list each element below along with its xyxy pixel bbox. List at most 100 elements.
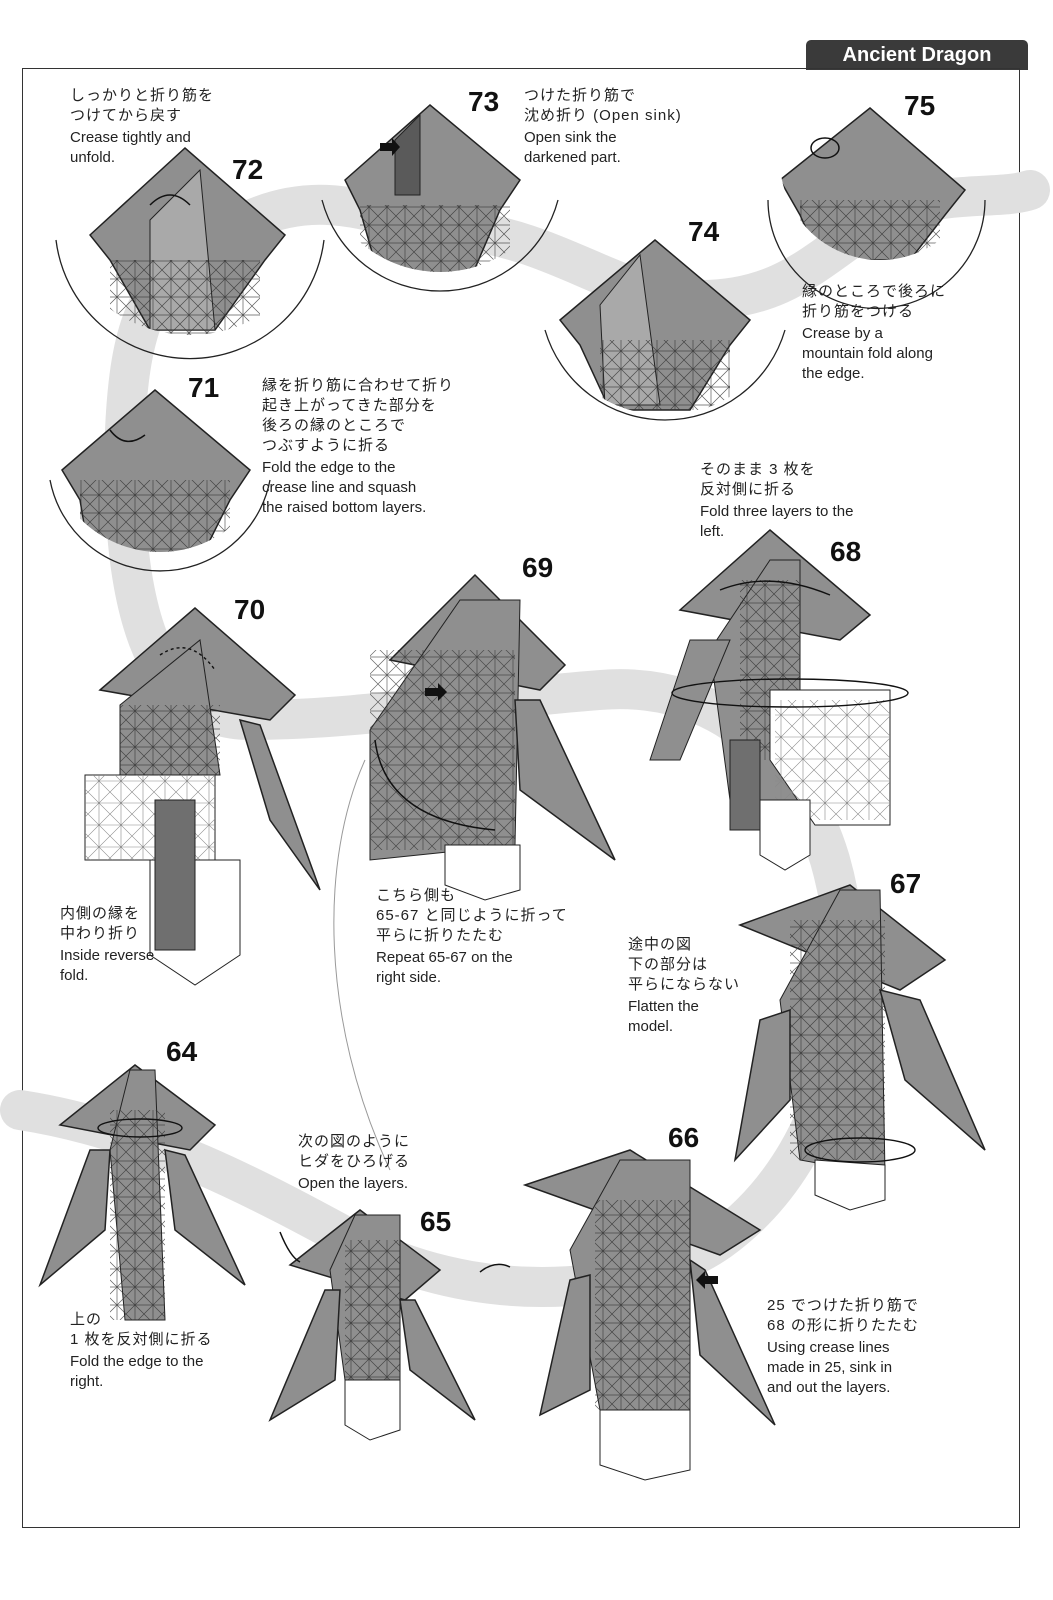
step67-jp-line: 途中の図 xyxy=(628,936,693,953)
step69-jp-line: 65-67 と同じように折って xyxy=(376,907,568,924)
step75-figure xyxy=(780,107,967,260)
step64-en-line: Fold the edge to the xyxy=(70,1353,204,1370)
step68-jp-line: 反対側に折る xyxy=(700,481,797,498)
step71-en-line: crease line and squash xyxy=(262,479,417,496)
step-number-72: 72 xyxy=(232,154,264,185)
step65-jp-line: ヒダをひろげる xyxy=(298,1153,411,1170)
valley-fold-arrow xyxy=(671,678,909,708)
step72-en-line: Crease tightly and xyxy=(70,129,191,146)
step75-instructions: 縁のところで後ろに 折り筋をつける Crease by a mountain f… xyxy=(802,282,1002,384)
step72-jp-line: つけてから戻す xyxy=(70,107,183,124)
step75-en-line: the edge. xyxy=(802,365,865,382)
step-number-66: 66 xyxy=(668,1122,700,1153)
step68-figure xyxy=(649,529,909,871)
step66-instructions: 25 でつけた折り筋で 68 の形に折りたたむ Using crease lin… xyxy=(767,1296,987,1398)
step73-figure xyxy=(344,104,521,272)
step-number-67: 67 xyxy=(890,868,922,899)
step67-jp-line: 下の部分は xyxy=(628,956,709,973)
step-number-71: 71 xyxy=(188,372,220,403)
step65-en-line: Open the layers. xyxy=(298,1175,409,1192)
step73-jp-line: 沈め折り (Open sink) xyxy=(524,107,682,124)
step65-instructions: 次の図のように ヒダをひろげる Open the layers. xyxy=(298,1132,498,1194)
push-arrow xyxy=(425,683,447,701)
step75-en-line: Crease by a xyxy=(802,325,883,342)
step69-jp-line: こちら側も xyxy=(376,887,457,904)
step69-en-line: Repeat 65-67 on the xyxy=(376,949,513,966)
step68-jp-line: そのまま 3 枚を xyxy=(700,461,816,478)
push-arrow xyxy=(696,1271,718,1289)
step-number-70: 70 xyxy=(234,594,266,625)
step67-instructions: 途中の図 下の部分は 平らにならない Flatten the model. xyxy=(628,935,778,1037)
step64-jp-line: 上の xyxy=(70,1311,103,1328)
chapter-title-tab: Ancient Dragon xyxy=(806,40,1028,70)
step67-en-line: model. xyxy=(628,1018,674,1035)
step66-figure xyxy=(522,1149,776,1481)
turn-over-arrow xyxy=(279,1231,301,1263)
step-number-64: 64 xyxy=(166,1036,198,1067)
step75-en-line: mountain fold along xyxy=(802,345,933,362)
step66-jp-line: 68 の形に折りたたむ xyxy=(767,1317,919,1334)
step64-jp-line: 1 枚を反対側に折る xyxy=(70,1331,213,1348)
step72-figure xyxy=(88,146,287,335)
step70-en-line: fold. xyxy=(60,967,89,984)
step64-instructions: 上の 1 枚を反対側に折る Fold the edge to the right… xyxy=(70,1310,270,1392)
step74-frame-arc xyxy=(544,329,786,421)
step71-jp-line: 縁を折り筋に合わせて折り xyxy=(262,377,455,394)
step71-figure xyxy=(61,389,251,552)
step73-jp-line: つけた折り筋で xyxy=(524,87,637,104)
step71-jp-line: 後ろの縁のところで xyxy=(262,417,407,434)
push-arrow xyxy=(380,138,400,156)
step73-frame-arc xyxy=(321,199,559,292)
step69-jp-line: 平らに折りたたむ xyxy=(376,927,505,944)
step73-en-line: Open sink the xyxy=(524,129,617,146)
valley-fold-arrow xyxy=(97,1118,183,1138)
step71-instructions: 縁を折り筋に合わせて折り 起き上がってきた部分を 後ろの縁のところで つぶすよう… xyxy=(262,376,522,518)
step72-jp-line: しっかりと折り筋を xyxy=(70,87,215,104)
page-frame xyxy=(22,68,1020,1528)
step67-figure xyxy=(733,884,986,1211)
step72-frame-arc xyxy=(55,239,325,360)
step-number-69: 69 xyxy=(522,552,554,583)
step66-en-line: and out the layers. xyxy=(767,1379,891,1396)
step71-jp-line: つぶすように折る xyxy=(262,437,391,454)
step65-figure xyxy=(268,1209,511,1441)
step71-en-line: Fold the edge to the xyxy=(262,459,396,476)
step69-figure xyxy=(369,573,616,901)
valley-fold-arrow xyxy=(804,1137,916,1163)
step70-jp-line: 中わり折り xyxy=(60,925,141,942)
step72-en-line: unfold. xyxy=(70,149,116,166)
step69-instructions: こちら側も 65-67 と同じように折って 平らに折りたたむ Repeat 65… xyxy=(376,886,616,988)
step73-instructions: つけた折り筋で 沈め折り (Open sink) Open sink the d… xyxy=(524,86,744,168)
step64-figure xyxy=(38,1064,246,1321)
thin-guide-line xyxy=(333,759,391,1171)
step75-jp-line: 縁のところで後ろに xyxy=(802,283,947,300)
step70-figure xyxy=(84,607,321,986)
step67-en-line: Flatten the xyxy=(628,998,699,1015)
step-number-75: 75 xyxy=(904,90,936,121)
step75-jp-line: 折り筋をつける xyxy=(802,303,915,320)
step69-en-line: right side. xyxy=(376,969,442,986)
step73-en-line: darkened part. xyxy=(524,149,621,166)
turn-over-arrow xyxy=(479,1263,511,1273)
step71-jp-line: 起き上がってきた部分を xyxy=(262,397,437,414)
step-number-73: 73 xyxy=(468,86,500,117)
step72-instructions: しっかりと折り筋を つけてから戻す Crease tightly and unf… xyxy=(70,86,270,168)
mountain-fold-arrow xyxy=(810,137,840,159)
step66-jp-line: 25 でつけた折り筋で xyxy=(767,1297,919,1314)
step68-en-line: Fold three layers to the xyxy=(700,503,854,520)
step-number-65: 65 xyxy=(420,1206,452,1237)
step74-figure xyxy=(558,239,752,411)
step71-en-line: the raised bottom layers. xyxy=(262,499,427,516)
step-number-68: 68 xyxy=(830,536,862,567)
step65-jp-line: 次の図のように xyxy=(298,1133,411,1150)
step66-en-line: Using crease lines xyxy=(767,1339,890,1356)
step71-frame-arc xyxy=(49,479,271,572)
step70-instructions: 内側の縁を 中わり折り Inside reverse fold. xyxy=(60,904,220,986)
step70-en-line: Inside reverse xyxy=(60,947,155,964)
step68-instructions: そのまま 3 枚を 反対側に折る Fold three layers to th… xyxy=(700,460,940,542)
step67-jp-line: 平らにならない xyxy=(628,976,741,993)
step66-en-line: made in 25, sink in xyxy=(767,1359,893,1376)
step64-en-line: right. xyxy=(70,1373,104,1390)
step-number-74: 74 xyxy=(688,216,720,247)
